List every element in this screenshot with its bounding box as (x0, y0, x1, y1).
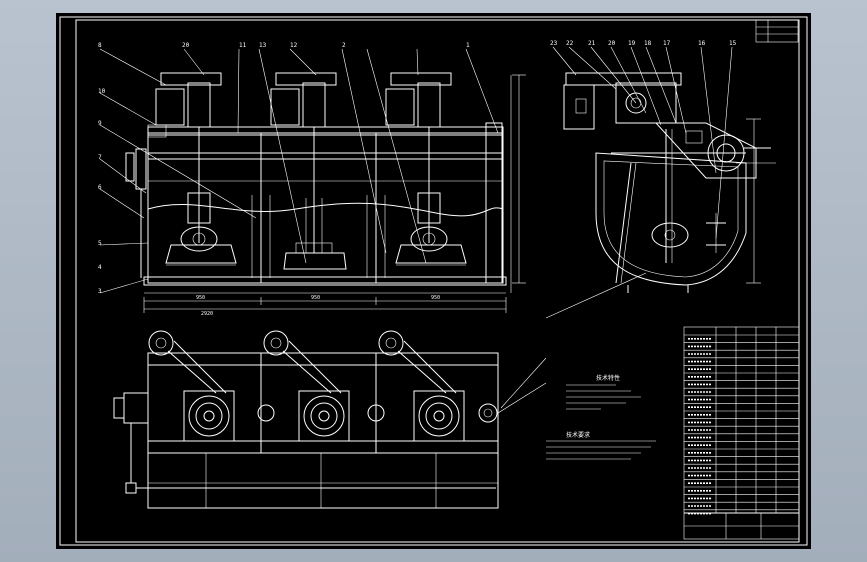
svg-text:7: 7 (98, 154, 102, 161)
inner-frame (75, 19, 800, 543)
elevation-leaders (99, 48, 499, 294)
svg-text:21: 21 (588, 40, 596, 47)
svg-text:13: 13 (259, 42, 267, 49)
plan-view (113, 330, 547, 509)
svg-text:技术特性: 技术特性 (596, 374, 620, 382)
side-callout-labels: 23 22 21 20 19 18 17 16 15 (550, 40, 737, 47)
svg-text:20: 20 (182, 42, 190, 49)
svg-text:950: 950 (196, 295, 205, 301)
svg-text:6: 6 (98, 184, 102, 191)
svg-text:950: 950 (431, 295, 440, 301)
elevation-callout-labels: 8 20 10 9 11 13 12 7 6 5 4 3 2 1 (98, 42, 470, 295)
svg-text:2: 2 (342, 42, 346, 49)
parts-list-table (683, 326, 800, 540)
drawing-sheet[interactable]: 8 20 10 9 11 13 12 7 6 5 4 3 2 1 (56, 13, 811, 549)
front-elevation-view: 8 20 10 9 11 13 12 7 6 5 4 3 2 1 (98, 42, 526, 317)
svg-text:1: 1 (466, 42, 470, 49)
svg-text:950: 950 (311, 295, 320, 301)
svg-text:4: 4 (98, 264, 102, 271)
svg-text:9: 9 (98, 120, 102, 127)
svg-text:17: 17 (663, 40, 671, 47)
svg-text:5: 5 (98, 240, 102, 247)
svg-text:16: 16 (698, 40, 706, 47)
side-section-view: 23 22 21 20 19 18 17 16 15 (545, 40, 776, 319)
svg-text:8: 8 (98, 42, 102, 49)
svg-text:22: 22 (566, 40, 574, 47)
svg-text:23: 23 (550, 40, 558, 47)
svg-text:2920: 2920 (201, 311, 213, 317)
elevation-dimensions: 950 950 950 2920 (143, 74, 526, 317)
plan-unit-2 (257, 330, 350, 442)
svg-text:技术要求: 技术要求 (566, 431, 590, 439)
drawing-svg: 8 20 10 9 11 13 12 7 6 5 4 3 2 1 (59, 16, 808, 546)
technical-notes: 技术特性 技术要求 (546, 374, 656, 460)
impeller-unit-1 (147, 72, 237, 266)
corner-code-box (755, 19, 799, 43)
plan-unit-3 (367, 330, 498, 442)
svg-text:20: 20 (608, 40, 616, 47)
svg-text:11: 11 (239, 42, 247, 49)
svg-text:18: 18 (644, 40, 652, 47)
svg-text:15: 15 (729, 40, 737, 47)
outer-frame (59, 16, 808, 546)
svg-text:19: 19 (628, 40, 636, 47)
svg-text:10: 10 (98, 88, 106, 95)
impeller-unit-3 (385, 72, 467, 266)
plan-unit-1 (148, 330, 235, 442)
svg-text:3: 3 (98, 288, 102, 295)
svg-text:12: 12 (290, 42, 298, 49)
impeller-unit-2 (270, 72, 347, 270)
